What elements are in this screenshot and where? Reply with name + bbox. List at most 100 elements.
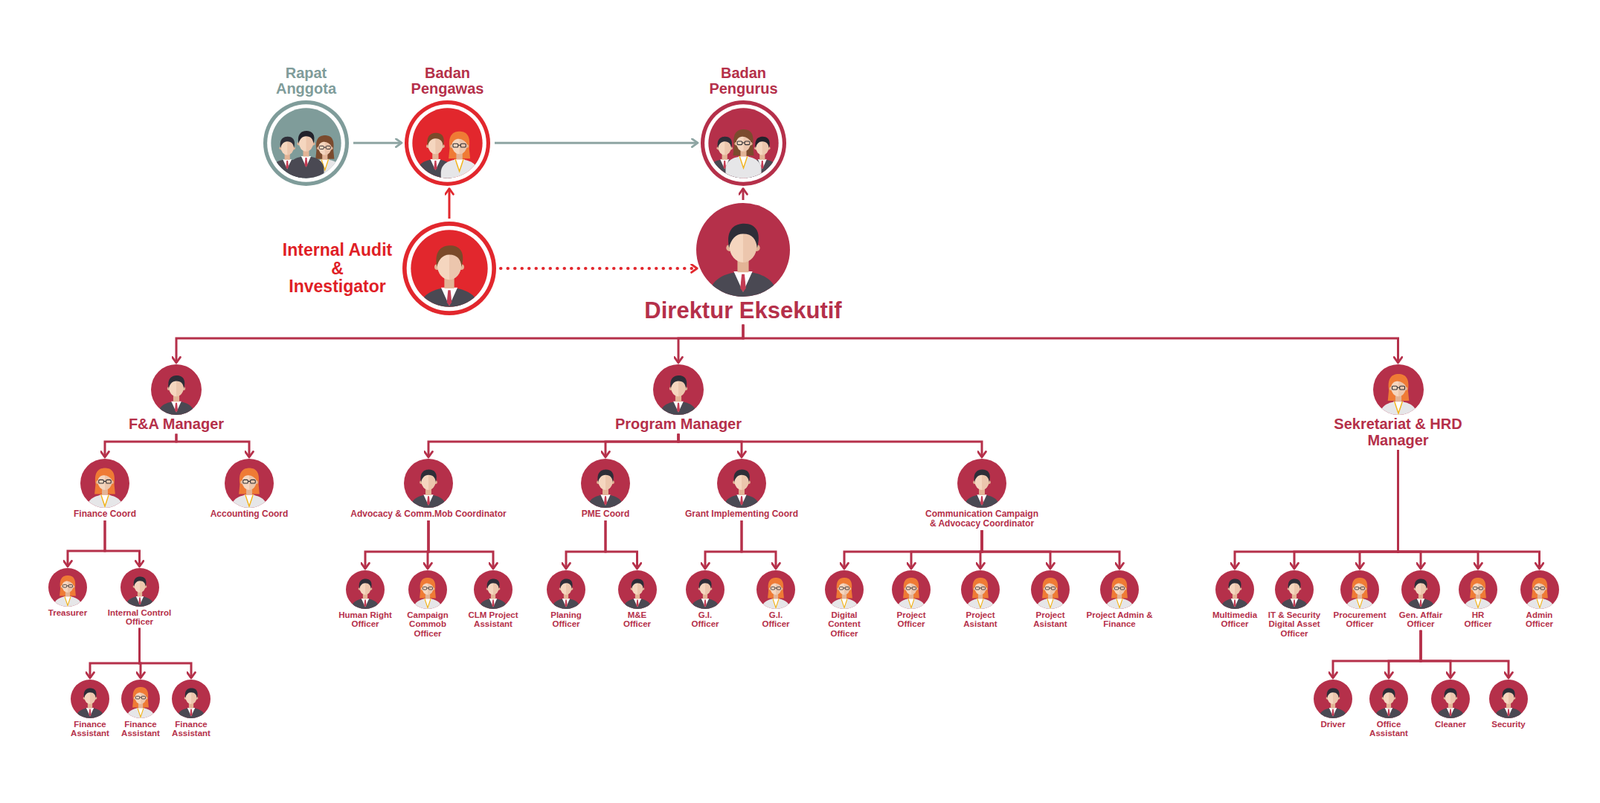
avatar-part xyxy=(600,494,610,506)
avatar-circle xyxy=(224,458,274,509)
avatar-person xyxy=(1436,688,1464,719)
connector-arrow xyxy=(176,324,744,363)
avatar-person xyxy=(830,577,858,610)
avatar-part xyxy=(1396,387,1400,389)
avatar-part xyxy=(134,688,147,697)
avatar-part xyxy=(630,578,644,590)
avatar-part xyxy=(66,585,70,587)
connector-arrow xyxy=(678,434,982,458)
avatar-part xyxy=(910,587,913,589)
avatar-part xyxy=(185,688,198,699)
avatar-circle xyxy=(1489,679,1528,719)
avatar-figure xyxy=(966,577,994,610)
node-label: Internal Audit & Investigator xyxy=(281,241,394,297)
avatar-frame xyxy=(717,458,767,509)
avatar-part xyxy=(975,586,980,590)
avatar-figure xyxy=(691,578,719,610)
avatar-icon xyxy=(824,570,864,610)
avatar-person xyxy=(53,575,82,607)
avatar-part xyxy=(979,587,982,589)
avatar-part xyxy=(189,709,192,718)
avatar-circle xyxy=(150,364,202,416)
node-label: Grant Implementing Coord xyxy=(685,509,799,520)
avatar-part xyxy=(701,598,709,607)
avatar-part xyxy=(977,598,984,608)
avatar-frame xyxy=(473,570,513,610)
avatar-part xyxy=(158,401,195,416)
org-node: CLM Project Assistant xyxy=(463,570,523,630)
avatar-frame xyxy=(1520,570,1560,610)
avatar-part xyxy=(1358,587,1362,589)
avatar-circle xyxy=(1431,679,1470,719)
avatar-frame xyxy=(404,100,491,186)
avatar-circle xyxy=(1313,679,1353,719)
avatar-part xyxy=(280,136,295,149)
node-label: Campaign Commob Officer xyxy=(403,610,452,639)
avatar-part xyxy=(231,494,268,509)
node-label: G.I. Officer xyxy=(756,610,796,630)
connector-arrow xyxy=(365,520,429,570)
avatar-part xyxy=(1113,579,1126,588)
avatar-icon xyxy=(345,570,385,610)
avatar-person xyxy=(964,470,1000,509)
avatar-part xyxy=(1478,586,1483,590)
org-node: Direktur Eksekutif xyxy=(620,203,866,323)
avatar-part xyxy=(1446,708,1455,717)
connector-arrow xyxy=(1332,630,1421,679)
avatar-circle xyxy=(957,458,1007,509)
org-node: Accounting Coord xyxy=(200,458,298,520)
avatar-part xyxy=(1536,598,1542,608)
avatar-frame xyxy=(171,679,211,719)
node-label: Badan Pengurus xyxy=(691,65,796,98)
avatar-person xyxy=(410,470,447,509)
avatar-part xyxy=(740,274,747,293)
avatar-part xyxy=(1391,386,1397,390)
node-label: Project Admin & Finance xyxy=(1083,610,1156,630)
avatar-figure xyxy=(1036,577,1064,610)
avatar-part xyxy=(742,142,745,143)
org-node: Rapat Anggota xyxy=(258,65,355,186)
connector-group xyxy=(67,142,1540,679)
avatar-frame xyxy=(70,679,110,719)
avatar-circle xyxy=(1458,570,1498,610)
avatar-part xyxy=(1049,587,1052,589)
avatar-circle xyxy=(1340,570,1380,610)
avatar-part xyxy=(1329,708,1337,717)
avatar-frame xyxy=(824,570,864,610)
avatar-figure xyxy=(479,578,507,610)
avatar-part xyxy=(1387,709,1390,718)
avatar-part xyxy=(458,144,461,146)
avatar-part xyxy=(560,578,573,590)
avatar-figure xyxy=(1494,688,1522,719)
avatar-circle xyxy=(345,570,385,610)
avatar-person xyxy=(1463,577,1492,610)
org-node: Admin Officer xyxy=(1518,570,1560,630)
avatar-circle xyxy=(653,364,704,416)
node-label: HR Officer xyxy=(1458,610,1498,630)
avatar-part xyxy=(769,579,782,588)
avatar-part xyxy=(1327,688,1340,699)
avatar-figure xyxy=(830,577,858,610)
node-label: M&E Officer xyxy=(616,610,658,630)
avatar-person xyxy=(587,470,624,509)
avatar-part xyxy=(301,156,311,168)
avatar-frame xyxy=(891,570,931,610)
avatar-frame xyxy=(1489,679,1528,719)
node-label: Sekretariat & HRD Manager xyxy=(1329,416,1467,449)
connector-arrow xyxy=(1294,450,1399,570)
avatar-person xyxy=(1374,688,1403,719)
node-label: Badan Pengawas xyxy=(395,65,500,98)
avatar-icon xyxy=(473,570,513,610)
avatar-part xyxy=(455,159,464,172)
avatar-part xyxy=(323,146,326,148)
avatar-part xyxy=(1044,579,1057,588)
avatar-frame xyxy=(1313,679,1353,719)
org-node: Finance Coord xyxy=(60,458,150,520)
connector-arrow xyxy=(1420,630,1509,679)
avatar-icon xyxy=(404,100,491,186)
avatar-part xyxy=(1502,688,1516,699)
avatar-part xyxy=(562,598,570,607)
avatar-part xyxy=(427,132,445,146)
connector-arrow xyxy=(494,142,698,145)
avatar-part xyxy=(734,470,750,483)
